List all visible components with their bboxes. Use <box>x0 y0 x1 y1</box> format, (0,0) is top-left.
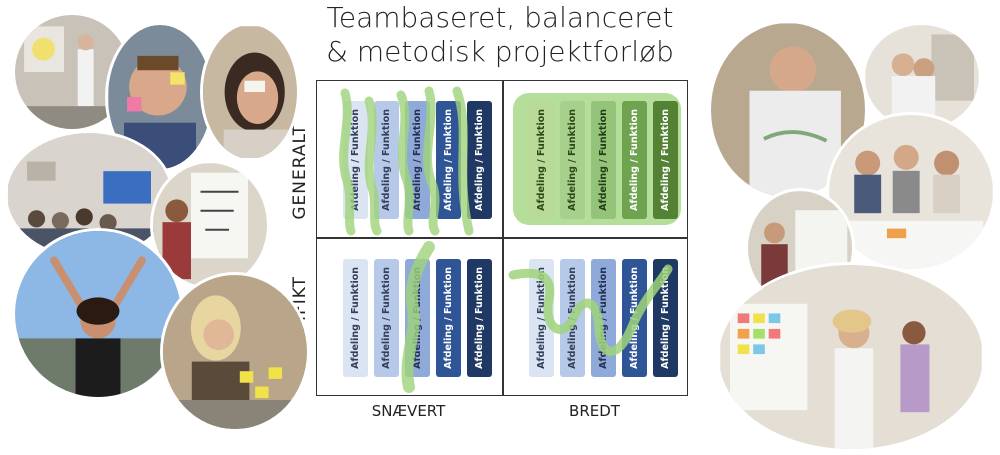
photo-lab-women <box>862 22 982 132</box>
department-bar: Afdeling / Funktion <box>653 101 678 219</box>
quadrant-generalt-snaevert: Afdeling / Funktion Afdeling / Funktion … <box>317 81 502 237</box>
photo-flipchart-woman <box>150 160 270 290</box>
specific-highlight-stroke <box>401 241 435 393</box>
x-axis-label-bredt: BREDT <box>569 402 620 420</box>
department-bar: Afdeling / Funktion <box>591 101 616 219</box>
x-axis-label-snaevert: SNÆVERT <box>371 402 446 420</box>
quadrant-specifikt-bredt: Afdeling / Funktion Afdeling / Funktion … <box>503 239 688 395</box>
photo-cheering-woman <box>12 228 184 400</box>
specific-broad-highlight-stroke <box>508 264 673 356</box>
quadrant-generalt-bredt: Afdeling / Funktion Afdeling / Funktion … <box>503 81 688 237</box>
y-axis-label-generalt: GENERALT <box>290 124 310 220</box>
department-bar: Afdeling / Funktion <box>529 101 554 219</box>
matrix-horizontal-divider <box>317 237 687 239</box>
department-bar: Afdeling / Funktion <box>622 101 647 219</box>
zigzag-highlight-stroke <box>339 86 474 236</box>
department-bar: Afdeling / Funktion <box>436 101 461 219</box>
department-bar: Afdeling / Funktion <box>467 259 492 377</box>
department-bar: Afdeling / Funktion <box>374 259 399 377</box>
project-matrix: Afdeling / Funktion Afdeling / Funktion … <box>316 80 688 396</box>
title-line-1: Teambaseret, balanceret <box>326 1 674 34</box>
photo-group-meeting <box>826 112 996 272</box>
photo-sticky-board-woman <box>716 262 986 452</box>
department-bar: Afdeling / Funktion <box>560 101 585 219</box>
photo-sticky-notes-table <box>160 272 310 432</box>
department-bar: Afdeling / Funktion <box>343 259 368 377</box>
department-bar: Afdeling / Funktion <box>436 259 461 377</box>
quadrant-specifikt-snaevert: Afdeling / Funktion Afdeling / Funktion … <box>317 239 502 395</box>
title-line-2: & metodisk projektforløb <box>326 35 674 68</box>
photo-woman-sticky-note <box>200 22 300 162</box>
department-bar: Afdeling / Funktion <box>467 101 492 219</box>
